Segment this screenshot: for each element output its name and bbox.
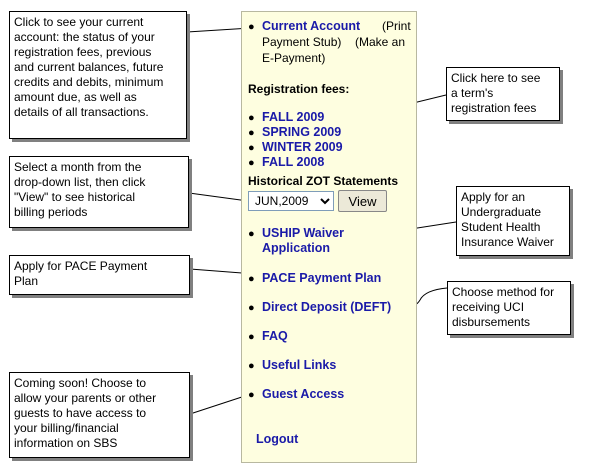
bullet-icon: ● bbox=[248, 112, 255, 124]
callout-month-select: Select a month from the drop-down list, … bbox=[9, 156, 189, 228]
callout-term-fees: Click here to see a term's registration … bbox=[446, 67, 560, 121]
callout-line: allow your parents or other bbox=[14, 391, 157, 405]
callout-deft: Choose method for receiving UCI disburse… bbox=[447, 281, 571, 335]
callout-line: Apply for an bbox=[461, 190, 526, 204]
view-button[interactable]: View bbox=[338, 190, 387, 212]
bullet-icon: ● bbox=[248, 127, 255, 139]
callout-line: credits and debits, minimum bbox=[14, 75, 164, 89]
callout-line: Apply for PACE Payment bbox=[14, 259, 148, 273]
callout-line: your billing/financial bbox=[14, 421, 119, 435]
print-stub-link[interactable]: (Print bbox=[382, 19, 411, 33]
callout-current-account: Click to see your current account: the s… bbox=[9, 11, 187, 139]
callout-line: receiving UCI bbox=[452, 300, 525, 314]
bullet-icon: ● bbox=[248, 360, 255, 372]
direct-deposit-link[interactable]: Direct Deposit (DEFT) bbox=[262, 300, 392, 314]
callout-line: Undergraduate bbox=[461, 205, 542, 219]
print-stub-link-line2[interactable]: Payment Stub) bbox=[262, 35, 342, 49]
callout-line: Plan bbox=[14, 274, 39, 288]
useful-links-link[interactable]: Useful Links bbox=[262, 358, 337, 372]
callout-line: Student Health bbox=[461, 220, 541, 234]
epayment-link[interactable]: (Make an bbox=[355, 35, 406, 49]
callout-line: Coming soon! Choose to bbox=[14, 376, 147, 390]
bullet-icon: ● bbox=[248, 273, 255, 285]
month-select[interactable]: JUN,2009 bbox=[248, 191, 334, 211]
callout-line: registration fees, previous bbox=[14, 45, 152, 59]
bullet-icon: ● bbox=[248, 21, 255, 33]
faq-link[interactable]: FAQ bbox=[262, 329, 288, 343]
bullet-icon: ● bbox=[248, 142, 255, 154]
term-link-fall-2008[interactable]: FALL 2008 bbox=[262, 155, 325, 169]
callout-line: a term's bbox=[451, 86, 494, 100]
callout-line: Choose method for bbox=[452, 285, 555, 299]
callout-uship: Apply for an Undergraduate Student Healt… bbox=[456, 186, 570, 256]
bullet-icon: ● bbox=[248, 302, 255, 314]
term-link-spring-2009[interactable]: SPRING 2009 bbox=[262, 125, 342, 139]
callout-line: registration fees bbox=[451, 101, 537, 115]
bullet-icon: ● bbox=[248, 331, 255, 343]
callout-pace: Apply for PACE Payment Plan bbox=[9, 255, 190, 295]
callout-line: amount due, as well as bbox=[14, 90, 137, 104]
epayment-link-line2[interactable]: E-Payment) bbox=[262, 51, 326, 65]
pace-payment-plan-link[interactable]: PACE Payment Plan bbox=[262, 271, 382, 285]
callout-line: billing periods bbox=[14, 205, 88, 219]
callout-guest-access: Coming soon! Choose to allow your parent… bbox=[9, 372, 190, 458]
bullet-icon: ● bbox=[248, 228, 255, 240]
logout-link[interactable]: Logout bbox=[256, 432, 299, 446]
callout-line: Click here to see bbox=[451, 71, 541, 85]
callout-line: information on SBS bbox=[14, 436, 118, 450]
callout-line: "View" to see historical bbox=[14, 190, 136, 204]
menu-panel bbox=[241, 11, 417, 463]
callout-line: Select a month from the bbox=[14, 160, 142, 174]
term-link-winter-2009[interactable]: WINTER 2009 bbox=[262, 140, 343, 154]
current-account-link[interactable]: Current Account bbox=[262, 19, 361, 33]
bullet-icon: ● bbox=[248, 389, 255, 401]
callout-line: account: the status of your bbox=[14, 30, 155, 44]
callout-line: disbursements bbox=[452, 315, 531, 329]
zot-statements-header: Historical ZOT Statements bbox=[248, 174, 399, 188]
callout-line: guests to have access to bbox=[14, 406, 147, 420]
callout-line: drop-down list, then click bbox=[14, 175, 146, 189]
guest-access-link[interactable]: Guest Access bbox=[262, 387, 345, 401]
callout-line: Insurance Waiver bbox=[461, 235, 554, 249]
uship-waiver-link[interactable]: USHIP Waiver bbox=[262, 226, 344, 240]
callout-line: details of all transactions. bbox=[14, 105, 149, 119]
term-link-fall-2009[interactable]: FALL 2009 bbox=[262, 110, 325, 124]
callout-line: Click to see your current bbox=[14, 15, 144, 29]
registration-fees-header: Registration fees: bbox=[248, 82, 350, 96]
bullet-icon: ● bbox=[248, 157, 255, 169]
callout-line: and current balances, future bbox=[14, 60, 164, 74]
uship-waiver-link-line2[interactable]: Application bbox=[262, 241, 331, 255]
